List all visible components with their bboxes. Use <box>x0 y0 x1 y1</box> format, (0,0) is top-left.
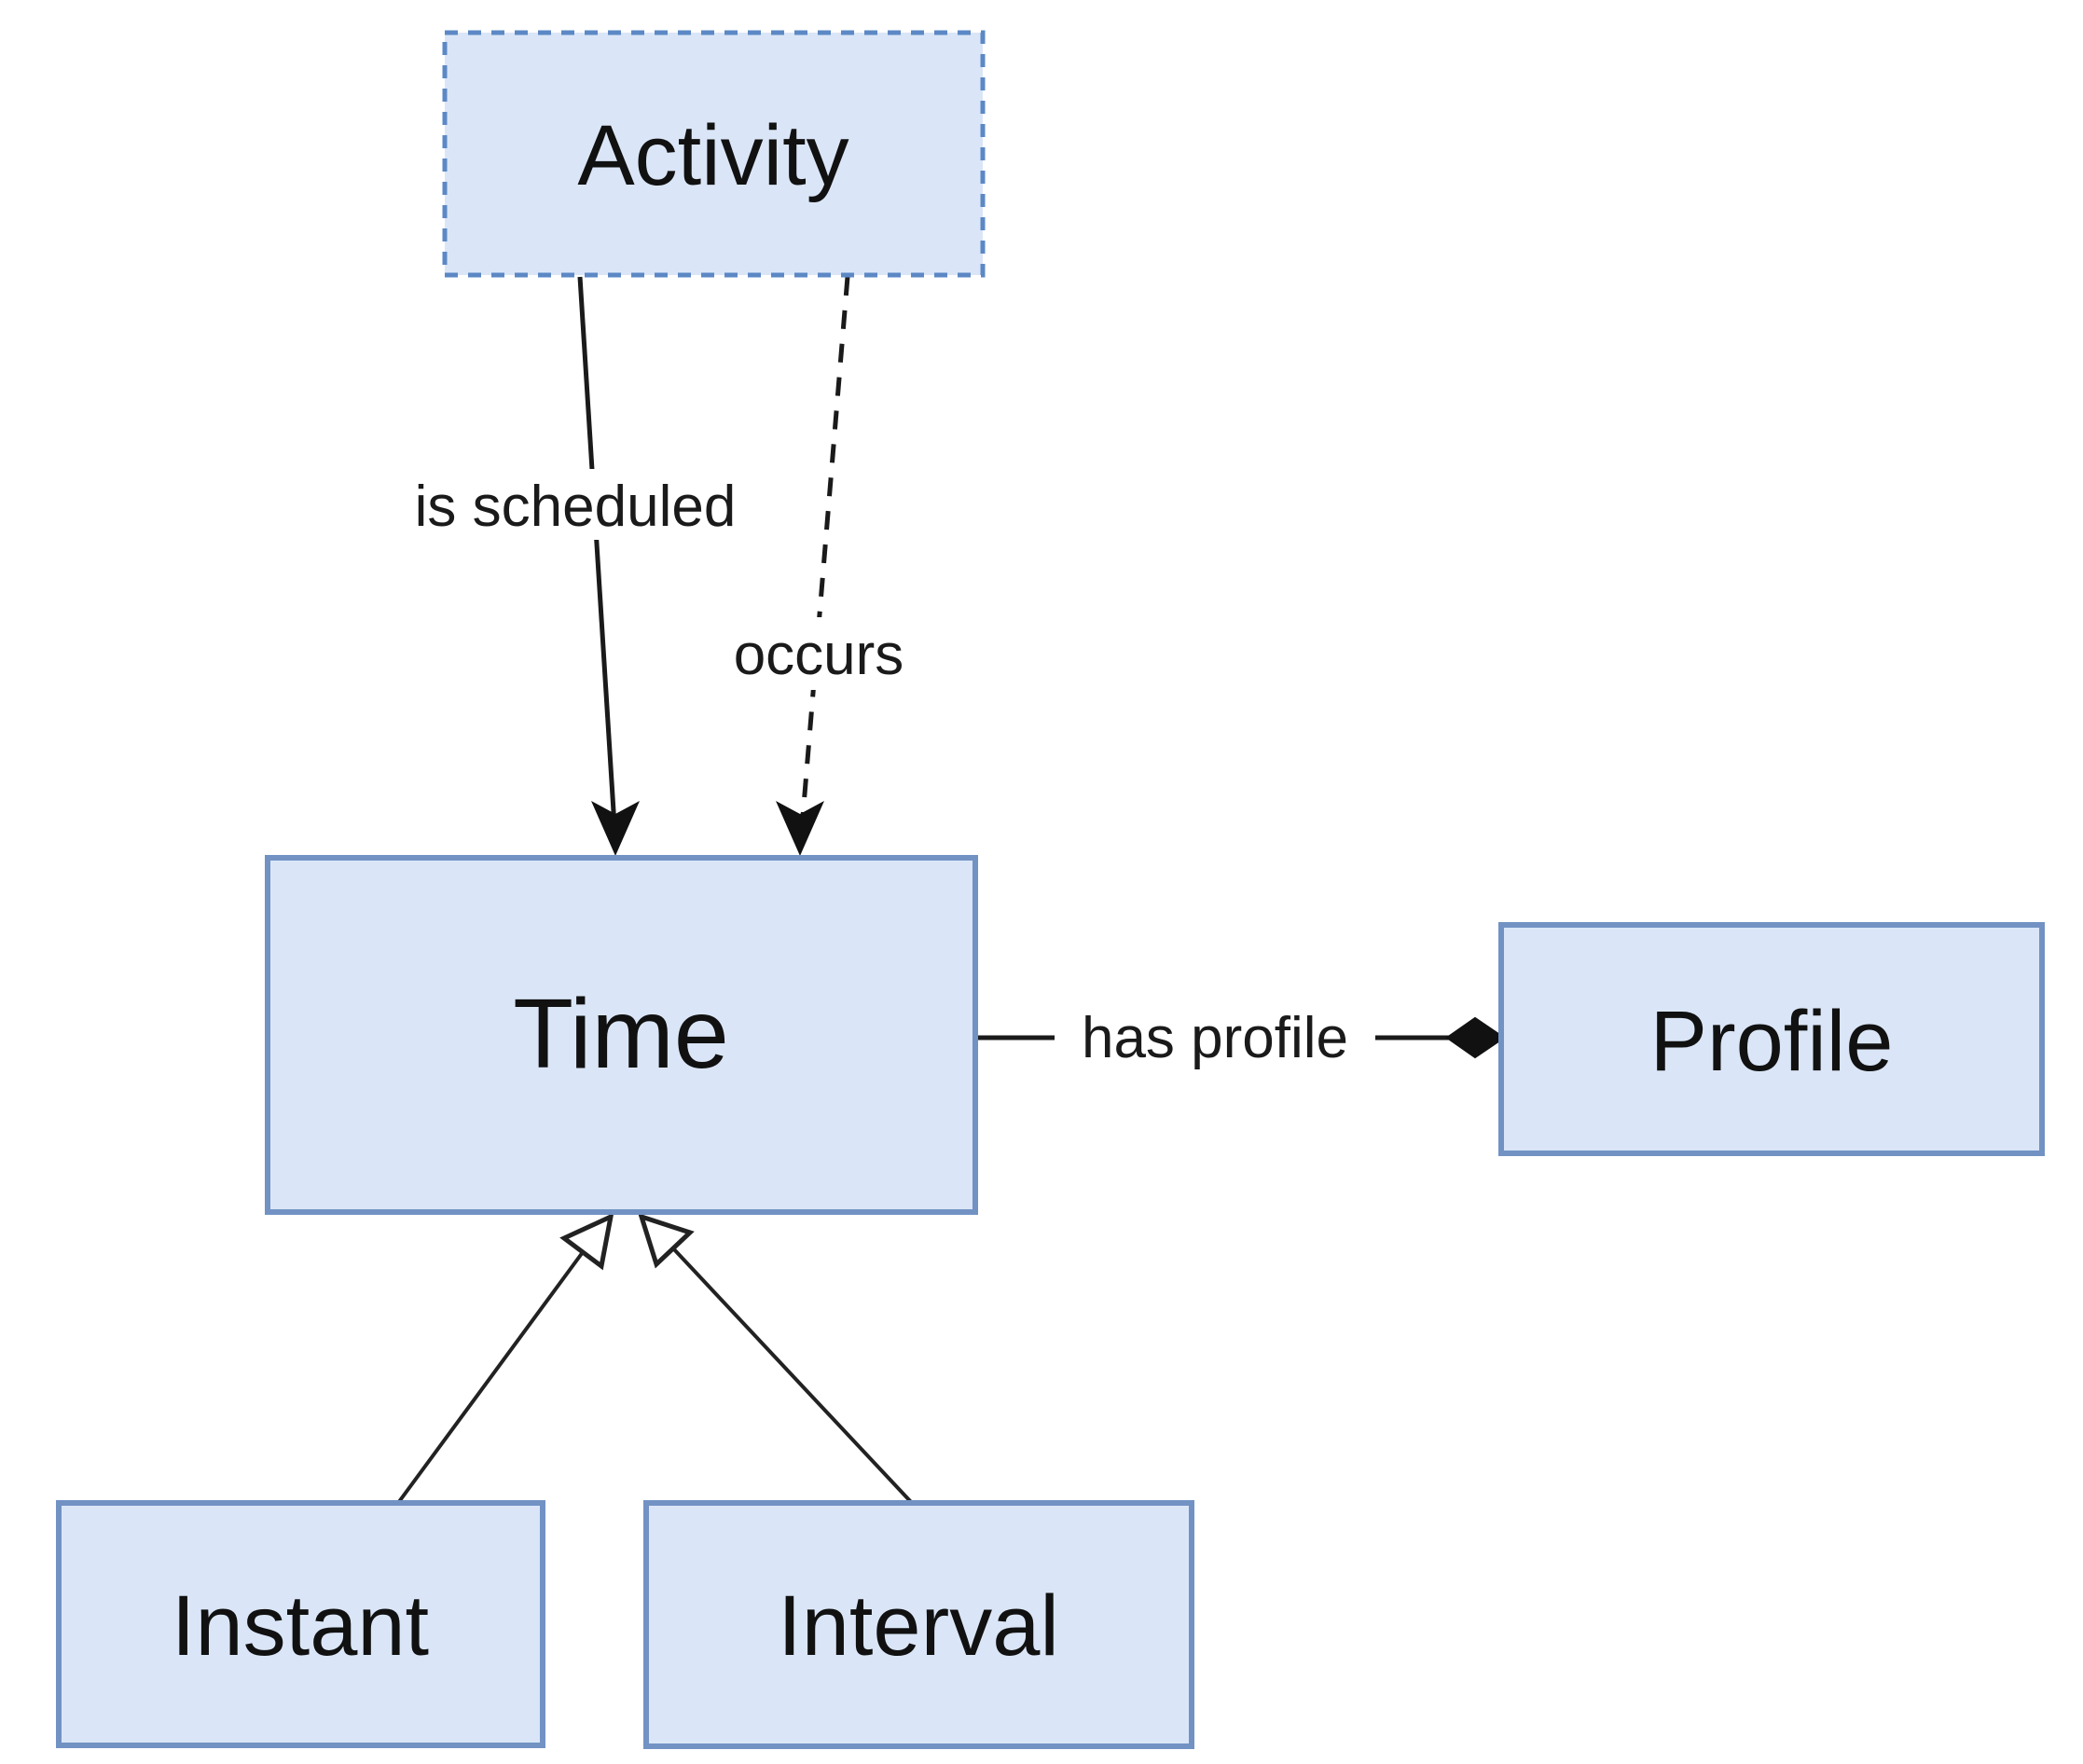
node-interval-label: Interval <box>778 1578 1059 1674</box>
node-profile-box <box>1498 922 2045 1156</box>
node-profile: Profile <box>1498 922 2045 1156</box>
node-time-label: Time <box>513 979 729 1089</box>
node-activity: Activity <box>442 30 986 278</box>
node-activity-box <box>442 30 986 278</box>
edge-occurs-label: occurs <box>734 623 904 687</box>
node-instant-label: Instant <box>172 1578 429 1674</box>
filled-arrowhead-icon <box>591 801 640 856</box>
filled-arrowhead-icon <box>776 801 824 856</box>
node-activity-label: Activity <box>577 108 848 203</box>
edge-label-mask <box>1055 1001 1375 1072</box>
edge-occurs-line <box>799 276 850 829</box>
edge-interval-generalization <box>671 1247 914 1505</box>
edge-occurs <box>799 276 850 829</box>
edge-is-scheduled <box>577 276 618 842</box>
hollow-triangle-icon <box>638 1213 695 1269</box>
edge-label-mask <box>709 617 929 690</box>
edge-is-scheduled-label: is scheduled <box>415 475 737 539</box>
node-instant-box <box>56 1500 545 1748</box>
node-instant: Instant <box>56 1500 545 1748</box>
node-profile-label: Profile <box>1650 994 1894 1089</box>
edge-instant-generalization <box>396 1250 585 1505</box>
node-interval-box <box>643 1500 1194 1749</box>
edge-label-mask <box>390 469 761 540</box>
edge-instant-generalization-line <box>396 1250 585 1505</box>
node-interval: Interval <box>643 1500 1194 1749</box>
node-time-box <box>265 855 978 1215</box>
filled-diamond-icon <box>1445 1016 1506 1059</box>
edge-has-profile-label: has profile <box>1082 1006 1348 1070</box>
edge-is-scheduled-line <box>577 276 618 842</box>
edge-interval-generalization-line <box>671 1247 914 1505</box>
hollow-triangle-icon <box>559 1212 614 1271</box>
node-time: Time <box>265 855 978 1215</box>
